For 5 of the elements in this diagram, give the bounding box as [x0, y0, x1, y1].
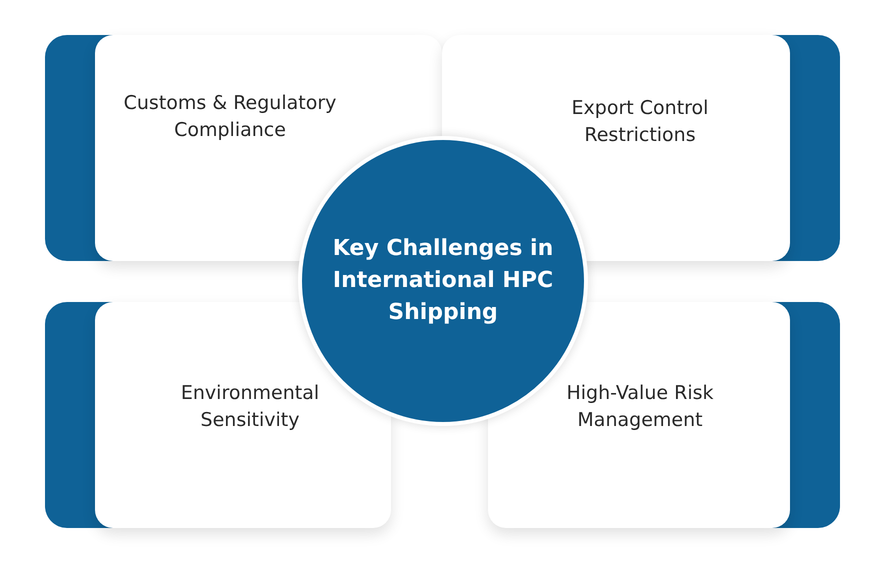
- card-text: Customs & Regulatory Compliance: [122, 91, 338, 143]
- card-text: Environmental Sensitivity: [180, 381, 320, 433]
- card-text: High-Value Risk Management: [565, 381, 714, 433]
- center-title: Key Challenges in International HPC Shipping: [332, 235, 554, 327]
- card-text: Export Control Restrictions: [570, 96, 710, 148]
